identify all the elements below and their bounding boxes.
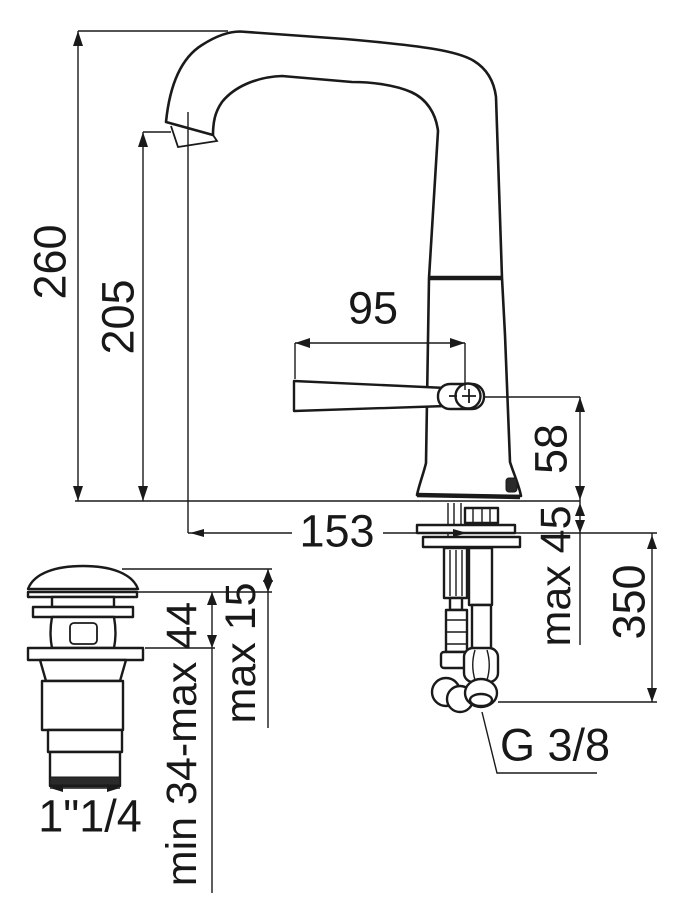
drain-collar [31, 605, 135, 619]
handle-lever [292, 379, 448, 413]
faucet-body-group [164, 30, 523, 500]
hose-right-nut [462, 646, 500, 684]
dim-label-supply-thread: G 3/8 [500, 720, 610, 771]
dim-label-clamp-range: min 34-max 44 [158, 602, 206, 886]
hose-right-end-face [468, 692, 494, 708]
spout-aerator-tip [170, 125, 219, 149]
hose-right-tube-lower [470, 603, 493, 652]
shank-nut-facets [472, 508, 491, 523]
dim-label-drain-thread: 1"1/4 [38, 791, 142, 842]
handle-group [292, 379, 486, 413]
hose-right-nut-facets [472, 649, 490, 681]
dim-label-deck-thickness: max 45 [532, 505, 580, 646]
dim-label-total-height: 260 [25, 224, 76, 299]
mounting-washer-bottom [421, 535, 522, 549]
base-bottom-edge [416, 492, 521, 500]
drain-taper [38, 658, 128, 683]
drain-square-hole [69, 622, 98, 645]
dim-205-lines [142, 131, 171, 501]
dim-350-lines [498, 533, 657, 703]
faucet-spout-and-body-outline [164, 30, 523, 498]
dimension-labels-group: 260 205 95 153 58 max 45 350 max 15 min … [25, 224, 655, 886]
dim-260-lines [77, 30, 228, 501]
dim-label-cap-lift: max 15 [217, 582, 265, 723]
drain-tube-middle [46, 728, 124, 754]
dim-label-hose-length: 350 [604, 564, 655, 639]
dim-max15-lines [122, 568, 272, 728]
drain-tube-upper [40, 679, 125, 732]
dim-label-spout-reach: 153 [299, 506, 374, 557]
mounting-washer-top [415, 523, 517, 535]
stud-neck [448, 596, 464, 612]
drain-flange [26, 646, 145, 662]
g38-leader-line [481, 711, 597, 774]
hose-left-tube [444, 608, 469, 654]
body-side-tab [505, 477, 518, 493]
mounting-hardware-group [415, 503, 522, 549]
dim-label-body-height: 58 [526, 424, 577, 474]
supply-hoses-group [430, 546, 500, 714]
dim-label-spout-height: 205 [93, 279, 144, 354]
dim-95-lines [294, 342, 466, 390]
dimension-lines-group [50, 30, 657, 893]
drain-cap [26, 564, 140, 591]
threaded-stud-threads [449, 550, 463, 596]
drain-thread-groove [49, 776, 121, 786]
dim-label-handle-length: 95 [348, 283, 398, 334]
hose-left-bands [447, 619, 466, 645]
handle-plus-mark [462, 389, 476, 403]
drain-neck [50, 595, 116, 609]
drain-assembly-group [26, 564, 145, 788]
hose-right-tube-upper [467, 546, 494, 607]
